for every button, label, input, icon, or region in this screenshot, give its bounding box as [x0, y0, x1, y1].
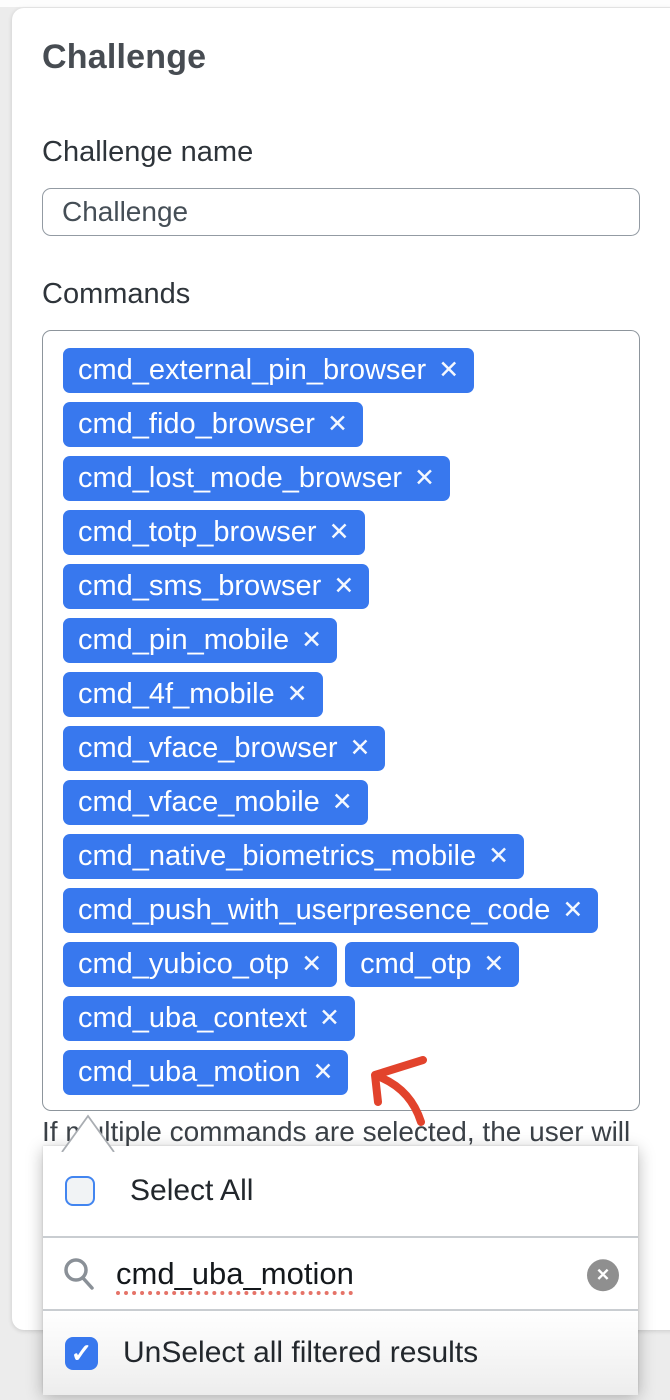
clear-icon: ✕ [595, 1264, 611, 1284]
command-tag-label: cmd_lost_mode_browser [78, 462, 402, 494]
remove-tag-icon[interactable]: ✕ [318, 1004, 340, 1032]
panel-divider [43, 1236, 638, 1238]
command-tag[interactable]: cmd_vface_browser ✕ [63, 726, 386, 771]
commands-label: Commands [42, 278, 191, 310]
remove-tag-icon[interactable]: ✕ [331, 788, 353, 816]
command-tag-row: cmd_sms_browser ✕ [63, 564, 619, 609]
command-tag[interactable]: cmd_totp_browser ✕ [63, 510, 365, 555]
unselect-filtered-checkbox[interactable]: ✓ [65, 1336, 98, 1370]
remove-tag-icon[interactable]: ✕ [286, 680, 308, 708]
command-tag[interactable]: cmd_uba_motion ✕ [63, 1050, 349, 1095]
command-tag-row: cmd_uba_context ✕ [63, 996, 619, 1041]
command-tag-label: cmd_uba_motion [78, 1056, 301, 1088]
page-title: Challenge [42, 38, 207, 76]
command-tag[interactable]: cmd_lost_mode_browser ✕ [63, 456, 450, 501]
select-all-label: Select All [130, 1174, 254, 1207]
command-tag[interactable]: cmd_yubico_otp ✕ [63, 942, 338, 987]
command-tag-row: cmd_vface_mobile ✕ [63, 780, 619, 825]
commands-dropdown-panel: Select All cmd_uba_motion ✕ ✓ UnSelect a… [43, 1146, 638, 1395]
search-input-text[interactable]: cmd_uba_motion [116, 1255, 354, 1291]
command-tag[interactable]: cmd_native_biometrics_mobile ✕ [63, 834, 525, 879]
command-tag-label: cmd_sms_browser [78, 570, 322, 602]
select-all-checkbox[interactable] [65, 1176, 95, 1206]
command-search-field[interactable]: cmd_uba_motion ✕ [43, 1238, 638, 1309]
command-tag-row: cmd_external_pin_browser ✕ [63, 348, 619, 393]
commands-helper-text: If multiple commands are selected, the u… [42, 1116, 631, 1147]
remove-tag-icon[interactable]: ✕ [326, 410, 348, 438]
remove-tag-icon[interactable]: ✕ [333, 572, 355, 600]
command-tag-label: cmd_otp [360, 948, 472, 980]
command-tag[interactable]: cmd_4f_mobile ✕ [63, 672, 323, 717]
command-tag-label: cmd_4f_mobile [78, 678, 275, 710]
unselect-filtered-label: UnSelect all filtered results [123, 1336, 479, 1369]
command-tag-label: cmd_uba_context [78, 1002, 307, 1034]
remove-tag-icon[interactable]: ✕ [301, 950, 323, 978]
command-tag-row: cmd_fido_browser ✕ [63, 402, 619, 447]
command-tag[interactable]: cmd_uba_context ✕ [63, 996, 355, 1041]
command-tag-row: cmd_push_with_userpresence_code ✕ [63, 888, 619, 933]
command-tag-row: cmd_pin_mobile ✕ [63, 618, 619, 663]
command-tag[interactable]: cmd_push_with_userpresence_code ✕ [63, 888, 599, 933]
command-tag-label: cmd_yubico_otp [78, 948, 290, 980]
command-tag-label: cmd_external_pin_browser [78, 354, 427, 386]
command-tag[interactable]: cmd_sms_browser ✕ [63, 564, 370, 609]
clear-search-button[interactable]: ✕ [587, 1258, 619, 1291]
check-icon: ✓ [70, 1337, 93, 1368]
command-tag[interactable]: cmd_fido_browser ✕ [63, 402, 363, 447]
command-tag-row: cmd_native_biometrics_mobile ✕ [63, 834, 619, 879]
command-tag-row: cmd_4f_mobile ✕ [63, 672, 619, 717]
remove-tag-icon[interactable]: ✕ [483, 950, 505, 978]
remove-tag-icon[interactable]: ✕ [413, 464, 435, 492]
select-all-option[interactable]: Select All [43, 1146, 638, 1236]
remove-tag-icon[interactable]: ✕ [349, 734, 371, 762]
command-tag-row: cmd_lost_mode_browser ✕ [63, 456, 619, 501]
challenge-form-card: Challenge Challenge name Commands cmd_ex… [12, 8, 670, 1330]
remove-tag-icon[interactable]: ✕ [328, 518, 350, 546]
command-tag-row: cmd_vface_browser ✕ [63, 726, 619, 771]
command-tag[interactable]: cmd_vface_mobile ✕ [63, 780, 368, 825]
command-tag[interactable]: cmd_otp ✕ [345, 942, 520, 987]
command-tag-row: cmd_yubico_otp ✕ cmd_otp ✕ [63, 942, 619, 987]
command-tag-label: cmd_push_with_userpresence_code [78, 894, 551, 926]
challenge-name-input[interactable] [42, 188, 640, 236]
page-top-strip [0, 0, 670, 7]
remove-tag-icon[interactable]: ✕ [438, 356, 460, 384]
remove-tag-icon[interactable]: ✕ [488, 842, 510, 870]
commands-multiselect-box[interactable]: cmd_external_pin_browser✕cmd_fido_browse… [42, 330, 640, 1111]
command-tag-label: cmd_native_biometrics_mobile [78, 840, 477, 872]
challenge-name-label: Challenge name [42, 136, 254, 168]
magnifier-icon [64, 1257, 94, 1290]
command-tag-row: cmd_uba_motion ✕ [63, 1050, 619, 1095]
command-tag-label: cmd_totp_browser [78, 516, 317, 548]
unselect-filtered-option[interactable]: ✓ UnSelect all filtered results [43, 1311, 638, 1395]
remove-tag-icon[interactable]: ✕ [301, 626, 323, 654]
command-tag-row: cmd_totp_browser ✕ [63, 510, 619, 555]
command-tag-label: cmd_vface_browser [78, 732, 338, 764]
remove-tag-icon[interactable]: ✕ [562, 896, 584, 924]
command-tag[interactable]: cmd_external_pin_browser ✕ [63, 348, 475, 393]
remove-tag-icon[interactable]: ✕ [312, 1058, 334, 1086]
panel-divider [43, 1309, 638, 1311]
command-tag-label: cmd_pin_mobile [78, 624, 290, 656]
command-tag-label: cmd_fido_browser [78, 408, 315, 440]
command-tag[interactable]: cmd_pin_mobile ✕ [63, 618, 338, 663]
command-tag-label: cmd_vface_mobile [78, 786, 320, 818]
